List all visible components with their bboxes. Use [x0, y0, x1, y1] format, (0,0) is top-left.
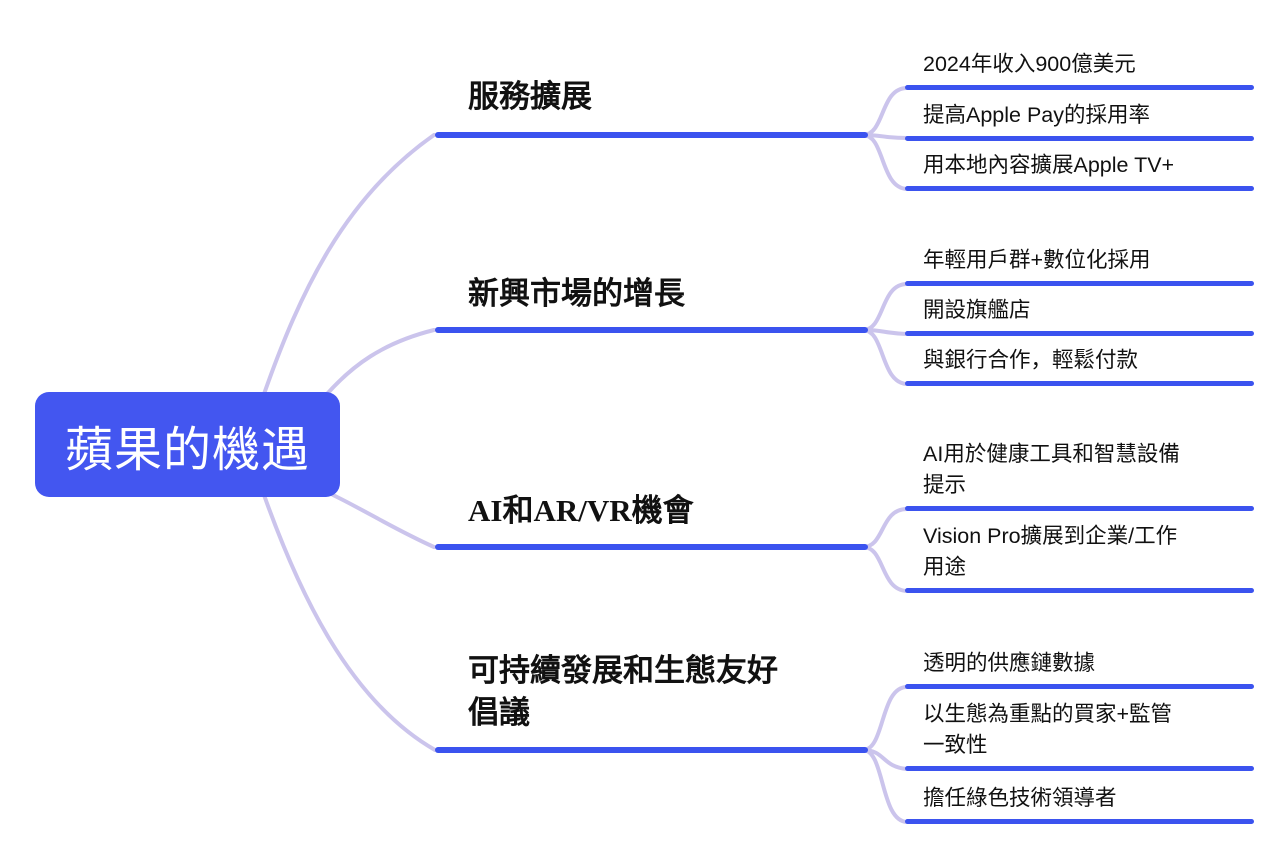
branch-label-sustainability[interactable]: 可持續發展和生態友好 倡議 [468, 653, 778, 730]
child-node[interactable]: 2024年收入900億美元 [905, 49, 1255, 90]
branch-child-connector [861, 748, 909, 824]
branch-child-connector [861, 133, 909, 191]
child-node-label: 與銀行合作，輕鬆付款 [923, 348, 1139, 372]
branch-underline [435, 327, 868, 333]
child-node[interactable]: 透明的供應鏈數據 [905, 648, 1255, 689]
child-node-label: 年輕用戶群+數位化採用 [923, 248, 1151, 272]
child-underline [905, 819, 1254, 824]
root-branch-connector [262, 493, 437, 752]
child-underline [905, 85, 1254, 90]
branch-underline [435, 544, 868, 550]
child-underline [905, 186, 1254, 191]
root-node[interactable]: 蘋果的機遇 [35, 392, 340, 497]
child-node-label: Vision Pro擴展到企業/工作 用途 [923, 524, 1178, 579]
branch-child-connector [861, 328, 909, 386]
branch-underline [435, 747, 868, 753]
root-branch-connector [331, 493, 436, 549]
child-underline [905, 684, 1254, 689]
child-node[interactable]: 用本地內容擴展Apple TV+ [905, 150, 1255, 191]
child-node-label: 開設旗艦店 [923, 298, 1031, 322]
branch-underline [435, 132, 868, 138]
root-node-label: 蘋果的機遇 [64, 423, 310, 477]
branch-label-emerging-markets[interactable]: 新興市場的增長 [468, 276, 685, 311]
child-node[interactable]: 年輕用戶群+數位化採用 [905, 245, 1255, 286]
branch-label-service-expansion[interactable]: 服務擴展 [468, 79, 592, 114]
child-underline [905, 588, 1254, 593]
child-node-label: 透明的供應鏈數據 [923, 651, 1096, 675]
child-underline [905, 766, 1254, 771]
child-underline [905, 136, 1254, 141]
branch-label-ai-arvr[interactable]: AI和AR/VR機會 [468, 493, 694, 528]
child-node-label: 以生態為重點的買家+監管 一致性 [923, 702, 1173, 757]
root-branch-connector [262, 133, 436, 396]
child-node[interactable]: Vision Pro擴展到企業/工作 用途 [905, 521, 1255, 593]
child-underline [905, 381, 1254, 386]
child-node[interactable]: 擔任綠色技術領導者 [905, 783, 1255, 824]
child-node-label: 用本地內容擴展Apple TV+ [923, 153, 1175, 177]
child-node[interactable]: 與銀行合作，輕鬆付款 [905, 345, 1255, 386]
child-underline [905, 331, 1254, 336]
child-underline [905, 281, 1254, 286]
child-node[interactable]: 以生態為重點的買家+監管 一致性 [905, 699, 1255, 771]
child-node[interactable]: 提高Apple Pay的採用率 [905, 100, 1255, 141]
branch-child-connector [861, 685, 909, 752]
child-node[interactable]: 開設旗艦店 [905, 295, 1255, 336]
root-branch-connector [325, 328, 436, 396]
branch-child-connector [861, 545, 909, 593]
child-node[interactable]: AI用於健康工具和智慧設備 提示 [905, 439, 1255, 511]
child-underline [905, 506, 1254, 511]
child-node-label: 提高Apple Pay的採用率 [923, 103, 1151, 127]
child-node-label: AI用於健康工具和智慧設備 提示 [923, 442, 1180, 497]
branch-child-connector [861, 507, 909, 549]
child-node-label: 2024年收入900億美元 [923, 52, 1136, 76]
child-node-label: 擔任綠色技術領導者 [923, 786, 1117, 810]
